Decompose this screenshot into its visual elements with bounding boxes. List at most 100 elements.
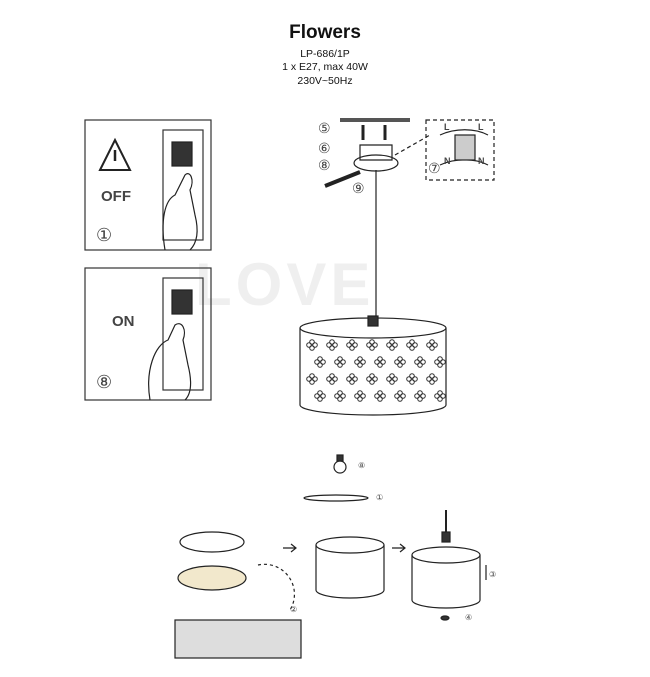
wire-label-neutral: N	[478, 156, 485, 166]
flower-petal	[400, 359, 406, 365]
flower-petal	[437, 356, 443, 362]
on-label: ON	[112, 313, 135, 330]
step-number: ①	[96, 225, 113, 245]
step-label: ⑧	[358, 461, 366, 470]
wire-label-live: L	[478, 122, 484, 132]
flower-petal	[380, 393, 386, 399]
flower-petal	[337, 362, 343, 368]
flower-petal	[306, 376, 312, 382]
flower-petal	[426, 376, 432, 382]
arrow-icon	[392, 543, 406, 553]
flower-petal	[394, 359, 400, 365]
flower-petal	[366, 342, 372, 348]
flower-petal	[337, 390, 343, 396]
flower-petal	[417, 362, 423, 368]
switch-on-panel	[84, 267, 212, 401]
flower-petal	[429, 345, 435, 351]
assembly-steps	[174, 454, 487, 659]
flower-petal	[437, 390, 443, 396]
flower-petal	[354, 359, 360, 365]
diffuser-ring	[303, 494, 369, 502]
flower-petal	[340, 393, 346, 399]
flower-petal	[312, 376, 318, 382]
flower-petal	[317, 390, 323, 396]
switch-off-panel	[84, 119, 212, 251]
flower-petal	[329, 373, 335, 379]
wire-label-live: L	[444, 122, 450, 132]
flower-petal	[372, 342, 378, 348]
flower-petal	[369, 373, 375, 379]
flower-petal	[372, 376, 378, 382]
flower-petal	[357, 362, 363, 368]
flower-petal	[369, 379, 375, 385]
flower-petal	[334, 393, 340, 399]
watermark: LOVE	[195, 251, 375, 318]
flower-petal	[377, 396, 383, 402]
flower-petal	[437, 396, 443, 402]
flower-petal	[349, 345, 355, 351]
flower-petal	[417, 356, 423, 362]
flower-petal	[357, 396, 363, 402]
flower-petal	[397, 396, 403, 402]
wire-label-neutral: N	[444, 156, 451, 166]
flower-petal	[397, 390, 403, 396]
flower-petal	[320, 393, 326, 399]
flower-petal	[392, 376, 398, 382]
flower-petal	[352, 376, 358, 382]
flower-petal	[380, 359, 386, 365]
flower-petal	[340, 359, 346, 365]
flower-petal	[409, 373, 415, 379]
bulb-spec: 1 x E27, max 40W	[282, 61, 368, 73]
flower-petal	[349, 373, 355, 379]
flower-petal	[369, 345, 375, 351]
step-label: ③	[489, 570, 497, 579]
flower-petal	[360, 393, 366, 399]
flower-petal	[440, 359, 446, 365]
flower-petal	[412, 376, 418, 382]
part-label: ⑥	[318, 140, 331, 156]
flower-petal	[434, 359, 440, 365]
flower-petal	[397, 356, 403, 362]
flower-petal	[432, 342, 438, 348]
part-label: ⑦	[428, 160, 441, 176]
flower-petal	[386, 342, 392, 348]
flower-petal	[409, 339, 415, 345]
flower-petal	[377, 356, 383, 362]
flower-petal	[406, 376, 412, 382]
flower-petal	[420, 393, 426, 399]
lamp-shade-assembled	[299, 315, 447, 416]
flower-petal	[389, 339, 395, 345]
flower-petal	[320, 359, 326, 365]
flower-petal	[332, 342, 338, 348]
flower-petal	[417, 396, 423, 402]
flower-petal	[357, 390, 363, 396]
flower-petal	[337, 356, 343, 362]
flower-petal	[317, 356, 323, 362]
step-number: ⑧	[96, 372, 113, 392]
flower-petal	[392, 342, 398, 348]
flower-petal	[329, 339, 335, 345]
flower-petal	[357, 356, 363, 362]
flower-petal	[346, 342, 352, 348]
flower-petal	[386, 376, 392, 382]
flower-petal	[437, 362, 443, 368]
flower-petal	[440, 393, 446, 399]
flower-petal	[366, 376, 372, 382]
flower-petal	[377, 362, 383, 368]
product-title: Flowers	[289, 22, 361, 43]
flower-petal	[360, 359, 366, 365]
flower-petal	[429, 379, 435, 385]
flower-petal	[306, 342, 312, 348]
model-number: LP-686/1P	[300, 48, 350, 60]
flower-petal	[426, 342, 432, 348]
flower-petal	[434, 393, 440, 399]
flower-petal	[312, 342, 318, 348]
flower-petal	[309, 345, 315, 351]
ceiling-mount-diagram	[324, 118, 495, 322]
flower-petal	[349, 379, 355, 385]
diffuser-panel	[177, 565, 247, 591]
arrow-icon	[283, 543, 297, 553]
flower-petal	[317, 396, 323, 402]
